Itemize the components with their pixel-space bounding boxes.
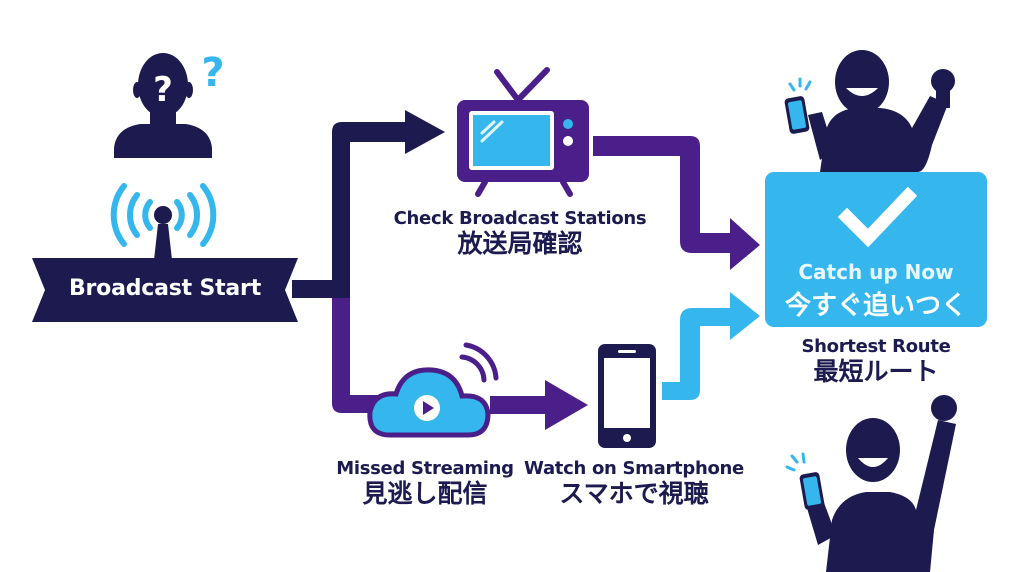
broadcast-start-label: Broadcast Start xyxy=(68,276,262,301)
smartphone-icon xyxy=(598,344,656,448)
broadcast-start-banner xyxy=(32,258,298,322)
happy-person-with-phone-icon xyxy=(784,50,955,172)
arrow-phone-to-goal xyxy=(662,292,760,400)
step-missed-streaming-jp: 見逃し配信 xyxy=(362,479,488,508)
arrow-cloud-to-phone xyxy=(490,380,588,430)
goal-catch-up-box: Catch up Now 今すぐ追いつく xyxy=(765,172,987,327)
goal-label-en: Catch up Now xyxy=(798,260,954,284)
cloud-play-icon xyxy=(367,342,499,438)
step-watch-smartphone-jp: スマホで視聴 xyxy=(559,479,709,508)
arrow-to-cloud xyxy=(332,298,392,413)
arrow-tv-to-goal xyxy=(593,136,760,270)
confused-person-icon: ? xyxy=(114,53,212,158)
happy-person-with-phone-icon xyxy=(785,395,957,572)
goal-label-jp: 今すぐ追いつく xyxy=(784,291,967,321)
step-missed-streaming-en: Missed Streaming xyxy=(336,458,514,479)
checkmark-icon xyxy=(837,186,918,248)
step-check-stations-en: Check Broadcast Stations xyxy=(393,208,647,229)
step-check-stations-jp: 放送局確認 xyxy=(457,229,583,258)
goal-caption: Shortest Route 最短ルート xyxy=(765,336,987,387)
step-watch-smartphone: Watch on Smartphone スマホで視聴 xyxy=(520,458,748,509)
broadcast-antenna-icon xyxy=(110,183,217,247)
goal-caption-en: Shortest Route xyxy=(801,336,951,357)
question-mark-icon: ? xyxy=(201,50,224,96)
tv-icon xyxy=(457,67,589,197)
svg-text:?: ? xyxy=(153,70,173,110)
goal-caption-jp: 最短ルート xyxy=(813,357,939,386)
step-check-stations: Check Broadcast Stations 放送局確認 xyxy=(380,208,660,259)
step-missed-streaming: Missed Streaming 見逃し配信 xyxy=(330,458,520,509)
arrow-to-tv xyxy=(332,110,445,298)
step-watch-smartphone-en: Watch on Smartphone xyxy=(524,458,744,479)
